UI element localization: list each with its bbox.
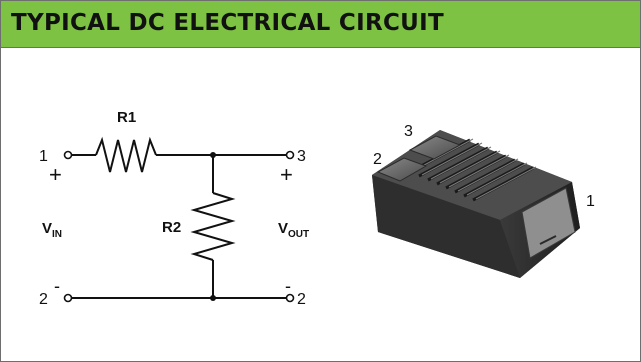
plus-left-label: + [49,162,62,187]
page-title: TYPICAL DC ELECTRICAL CIRCUIT [11,10,444,36]
vin-subscript: IN [52,229,62,240]
vout-subscript: OUT [288,229,309,240]
pad-1-notch [539,235,557,245]
vout-main: V [278,220,288,237]
vin-main: V [42,220,52,237]
r1-label: R1 [117,109,136,126]
node-2-left-label: 2 [39,291,48,308]
component-fins [409,138,534,202]
vin-label: VIN [42,220,62,240]
r2-label: R2 [162,219,181,236]
schematic [63,136,295,303]
junction-dots [210,152,216,301]
node-1-label: 1 [39,148,48,165]
pad-1 [521,187,576,259]
pin-1-label: 1 [586,193,595,210]
plus-right-label: + [280,162,293,187]
terminal-3-circle [285,150,295,160]
header-bar: TYPICAL DC ELECTRICAL CIRCUIT [1,1,640,48]
minus-right-label: - [285,276,291,296]
component-front-face [372,175,520,278]
node-2-right-label: 2 [297,291,306,308]
junction-top [210,152,216,158]
pin-2-label: 2 [373,151,382,168]
terminal-2-left-circle [63,293,73,303]
resistor-array-component [372,130,580,278]
resistor-r2-symbol [190,192,236,261]
pin-3-label: 3 [404,123,413,140]
terminal-1-circle [63,150,73,160]
resistor-r1-symbol [95,136,157,173]
junction-bottom [210,295,216,301]
pad-3 [408,135,462,160]
minus-left-label: - [54,276,60,296]
node-3-label: 3 [297,148,306,165]
pad-2 [376,157,428,182]
vout-label: VOUT [278,220,309,240]
